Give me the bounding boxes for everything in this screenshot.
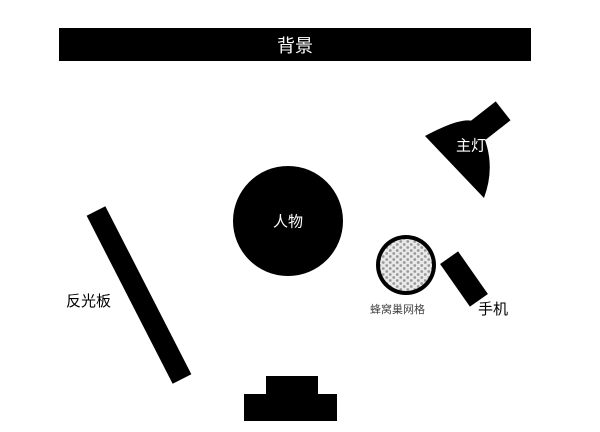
- honeycomb-grid-label: 蜂窝巢网格: [370, 303, 425, 316]
- phone-label: 手机: [478, 300, 509, 318]
- subject-circle: [233, 166, 343, 276]
- phone: [440, 251, 488, 307]
- key-light-label: 主灯: [455, 136, 487, 155]
- camera-body: [244, 376, 337, 421]
- reflector-panel: [86, 206, 192, 384]
- background-label: 背景: [277, 36, 313, 57]
- reflector-label: 反光板: [66, 292, 112, 310]
- key-light: [425, 101, 511, 198]
- subject-label: 人物: [272, 212, 304, 231]
- background-bar: [59, 28, 531, 61]
- honeycomb-grid: [376, 235, 436, 295]
